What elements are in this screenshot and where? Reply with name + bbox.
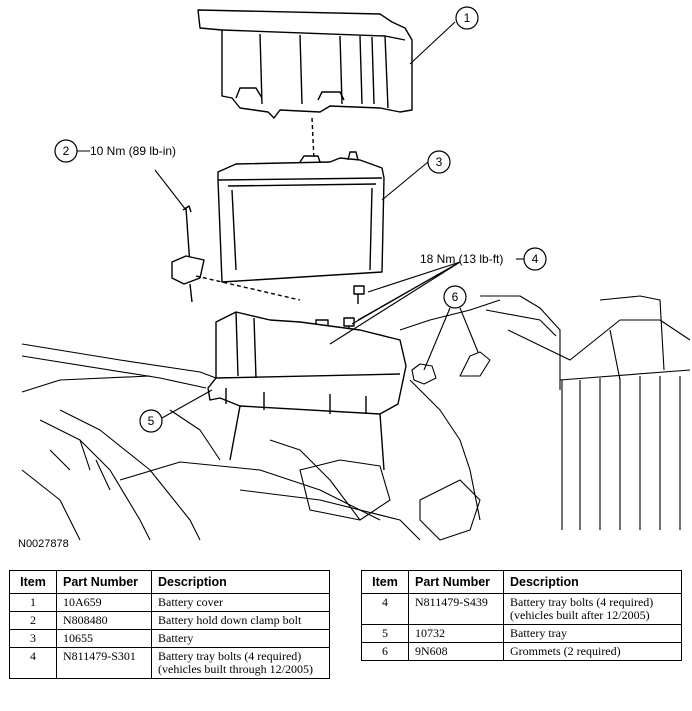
callout-4-label: 4 (532, 252, 539, 266)
row-description: Battery (151, 629, 330, 648)
table-row: 4 N811479-S301 Battery tray bolts (4 req… (9, 647, 330, 679)
row-item: 4 (361, 593, 409, 625)
table-header-row: Item Part Number Description (9, 570, 330, 594)
callout-6-label: 6 (452, 290, 459, 304)
table-row: 3 10655 Battery (9, 629, 330, 648)
header-description: Description (503, 570, 682, 594)
battery-cover-drawing (197, 9, 413, 119)
row-part-number: N808480 (56, 611, 152, 630)
table-row: 1 10A659 Battery cover (9, 593, 330, 612)
row-item: 2 (9, 611, 57, 630)
battery-exploded-diagram: 1 2 3 4 6 5 10 Nm (89 lb-in) 18 Nm (13 l… (21, 6, 691, 541)
row-item: 1 (9, 593, 57, 612)
row-part-number: N811479-S301 (56, 647, 152, 679)
row-part-number: 10732 (408, 624, 504, 643)
row-item: 6 (361, 642, 409, 661)
header-item: Item (9, 570, 57, 594)
hold-down-bolt-drawing (171, 205, 205, 303)
header-part-number: Part Number (56, 570, 152, 594)
table-row: 2 N808480 Battery hold down clamp bolt (9, 611, 330, 630)
row-description: Battery cover (151, 593, 330, 612)
callout-2-label: 2 (63, 144, 70, 158)
header-description: Description (151, 570, 330, 594)
callout-2-circle (54, 139, 78, 163)
battery-tray-drawing (207, 311, 407, 471)
figure-id: N0027878 (18, 538, 69, 550)
callout-3-label: 3 (436, 155, 443, 169)
header-item: Item (361, 570, 409, 594)
row-part-number: 10655 (56, 629, 152, 648)
row-part-number: 9N608 (408, 642, 504, 661)
row-item: 3 (9, 629, 57, 648)
row-part-number: 10A659 (56, 593, 152, 612)
row-description: Battery tray bolts (4 required)(vehicles… (503, 593, 682, 625)
callout-5-label: 5 (148, 414, 155, 428)
callout-2-torque: 10 Nm (89 lb-in) (90, 144, 176, 158)
row-item: 4 (9, 647, 57, 679)
battery-drawing (217, 151, 385, 283)
parts-table-left: Item Part Number Description 1 10A659 Ba… (9, 570, 330, 679)
table-row: 6 9N608 Grommets (2 required) (361, 642, 682, 661)
callout-1-label: 1 (464, 11, 471, 25)
row-description: Battery tray bolts (4 required)(vehicles… (151, 647, 330, 679)
parts-table-right: Item Part Number Description 4 N811479-S… (361, 570, 682, 661)
table-row: 4 N811479-S439 Battery tray bolts (4 req… (361, 593, 682, 625)
callout-1-circle (455, 6, 479, 30)
row-description: Battery hold down clamp bolt (151, 611, 330, 630)
callout-5-circle (139, 409, 163, 433)
row-part-number: N811479-S439 (408, 593, 504, 625)
callout-6-circle (443, 285, 467, 309)
row-item: 5 (361, 624, 409, 643)
row-description: Grommets (2 required) (503, 642, 682, 661)
callout-4-torque: 18 Nm (13 lb-ft) (420, 252, 503, 266)
header-part-number: Part Number (408, 570, 504, 594)
table-header-row: Item Part Number Description (361, 570, 682, 594)
callout-3-circle (427, 150, 451, 174)
callout-4-circle (523, 247, 547, 271)
table-row: 5 10732 Battery tray (361, 624, 682, 643)
row-description: Battery tray (503, 624, 682, 643)
engine-compartment-drawing (21, 295, 691, 541)
